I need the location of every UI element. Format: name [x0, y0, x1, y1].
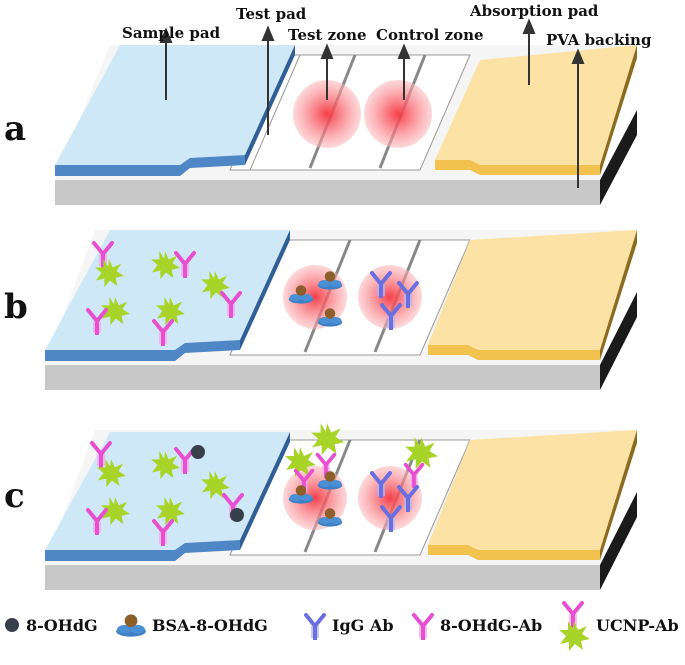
- panel-letter-c: c: [4, 476, 25, 516]
- legend-item-8-ohdg-ab: 8-OHdG-Ab: [414, 615, 542, 640]
- legend-item-ucnp-ab: UCNP-Ab: [559, 603, 679, 651]
- label-test-pad: Test pad: [236, 5, 307, 23]
- label-pva-backing: PVA backing: [546, 31, 652, 49]
- test-zone-spot: [293, 80, 361, 148]
- svg-text:IgG Ab: IgG Ab: [332, 616, 394, 635]
- legend-item-igg-ab: IgG Ab: [306, 615, 394, 640]
- sample-pad-top: [55, 45, 295, 165]
- legend: 8-OHdG BSA-8-OHdG IgG Ab 8-OHdG-Ab UCNP-…: [5, 603, 679, 651]
- absorption-pad-top: [435, 45, 637, 165]
- panel-letter-b: b: [4, 287, 28, 327]
- control-zone-spot: [364, 80, 432, 148]
- absorption-pad-side: [435, 160, 600, 175]
- sample-pad-side: [55, 155, 245, 176]
- label-test-zone: Test zone: [288, 26, 367, 44]
- panel-b: b: [4, 230, 637, 390]
- label-absorption-pad: Absorption pad: [469, 2, 599, 20]
- svg-text:8-OHdG-Ab: 8-OHdG-Ab: [440, 616, 542, 635]
- panel-c: c: [4, 423, 637, 590]
- label-control-zone: Control zone: [376, 26, 484, 44]
- svg-text:BSA-8-OHdG: BSA-8-OHdG: [152, 616, 268, 635]
- panel-letter-a: a: [4, 109, 26, 149]
- svg-text:8-OHdG: 8-OHdG: [26, 616, 98, 635]
- pva-backing-front: [55, 180, 600, 205]
- legend-item-8-ohdg: 8-OHdG: [5, 616, 98, 635]
- svg-text:UCNP-Ab: UCNP-Ab: [596, 616, 679, 635]
- label-sample-pad: Sample pad: [122, 24, 221, 42]
- legend-item-bsa-8-ohdg: BSA-8-OHdG: [116, 614, 268, 637]
- pva-backing-side: [600, 110, 637, 205]
- panel-a: Sample pad Test pad Test zone Control zo…: [4, 2, 652, 205]
